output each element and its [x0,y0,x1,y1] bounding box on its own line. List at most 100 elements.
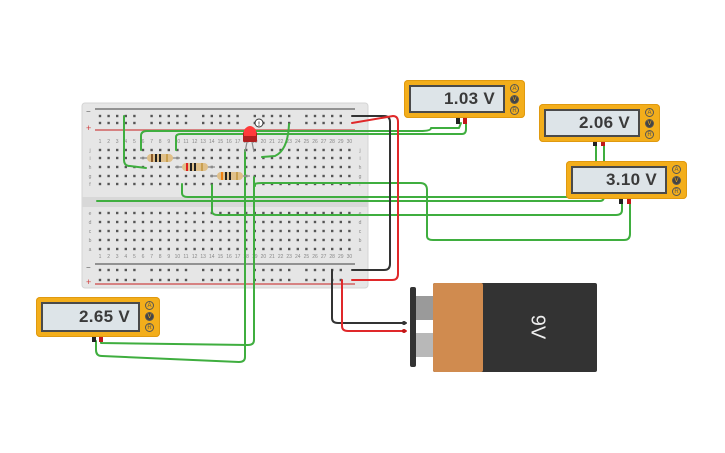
breadboard-hole[interactable] [331,174,334,178]
breadboard-hole[interactable] [133,268,136,272]
breadboard-hole[interactable] [176,268,179,272]
breadboard-hole[interactable] [245,156,248,160]
breadboard-hole[interactable] [245,220,248,224]
breadboard-hole[interactable] [296,229,299,233]
breadboard-hole[interactable] [141,238,145,242]
breadboard-hole[interactable] [262,229,265,233]
breadboard-hole[interactable] [107,148,110,152]
breadboard-hole[interactable] [167,247,170,251]
breadboard-hole[interactable] [305,220,308,224]
breadboard-hole[interactable] [219,114,222,118]
breadboard-hole[interactable] [159,182,162,186]
breadboard-hole[interactable] [184,238,188,242]
breadboard-hole[interactable] [348,165,351,169]
breadboard-hole[interactable] [98,278,102,282]
breadboard-hole[interactable] [210,278,213,282]
breadboard-hole[interactable] [133,156,136,160]
breadboard-hole[interactable] [288,238,291,242]
breadboard-hole[interactable] [288,156,291,160]
breadboard-hole[interactable] [193,148,196,152]
breadboard-hole[interactable] [193,211,196,215]
breadboard-hole[interactable] [141,174,145,178]
breadboard-hole[interactable] [227,229,231,233]
breadboard-hole[interactable] [193,229,196,233]
breadboard-hole[interactable] [227,182,231,186]
breadboard-hole[interactable] [124,148,127,152]
breadboard-hole[interactable] [150,121,153,125]
breadboard-hole[interactable] [245,229,248,233]
breadboard-hole[interactable] [236,182,239,186]
breadboard-hole[interactable] [305,278,308,282]
breadboard-hole[interactable] [296,238,299,242]
breadboard-hole[interactable] [124,114,127,118]
breadboard-hole[interactable] [150,182,153,186]
breadboard-hole[interactable] [202,211,205,215]
breadboard-hole[interactable] [322,278,325,282]
breadboard-hole[interactable] [339,121,342,125]
breadboard-hole[interactable] [236,156,239,160]
breadboard-hole[interactable] [107,229,110,233]
breadboard-hole[interactable] [348,174,351,178]
breadboard-hole[interactable] [305,148,308,152]
breadboard-hole[interactable] [313,165,317,169]
breadboard-hole[interactable] [339,268,342,272]
breadboard-hole[interactable] [313,238,317,242]
breadboard-hole[interactable] [124,247,127,251]
breadboard-hole[interactable] [202,220,205,224]
breadboard-hole[interactable] [167,268,170,272]
breadboard-hole[interactable] [202,156,205,160]
breadboard-hole[interactable] [150,148,153,152]
breadboard-hole[interactable] [98,229,102,233]
mode-volts-icon[interactable]: V [145,312,154,321]
breadboard-hole[interactable] [202,229,205,233]
mode-amps-icon[interactable]: A [645,108,654,117]
breadboard-hole[interactable] [331,247,334,251]
breadboard-hole[interactable] [288,165,291,169]
breadboard-hole[interactable] [193,238,196,242]
breadboard-hole[interactable] [150,165,153,169]
breadboard-hole[interactable] [98,165,102,169]
breadboard-hole[interactable] [159,247,162,251]
battery-9v[interactable]: 9V [402,283,597,372]
breadboard-hole[interactable] [279,238,282,242]
breadboard-hole[interactable] [219,182,222,186]
breadboard-hole[interactable] [193,156,196,160]
breadboard-hole[interactable] [141,220,145,224]
breadboard-hole[interactable] [107,211,110,215]
breadboard-hole[interactable] [227,114,231,118]
breadboard-hole[interactable] [288,278,291,282]
breadboard-hole[interactable] [313,211,317,215]
breadboard-hole[interactable] [202,247,205,251]
led[interactable]: ! [243,118,264,153]
breadboard-hole[interactable] [322,165,325,169]
breadboard-hole[interactable] [167,165,170,169]
breadboard-hole[interactable] [219,148,222,152]
breadboard-hole[interactable] [339,238,342,242]
breadboard-hole[interactable] [159,278,162,282]
breadboard-hole[interactable] [245,247,248,251]
breadboard-hole[interactable] [116,278,119,282]
breadboard-hole[interactable] [313,268,317,272]
breadboard-hole[interactable] [133,121,136,125]
breadboard-hole[interactable] [305,211,308,215]
breadboard-hole[interactable] [279,247,282,251]
breadboard-hole[interactable] [141,211,145,215]
breadboard-hole[interactable] [227,247,231,251]
breadboard-hole[interactable] [253,114,256,118]
breadboard-hole[interactable] [296,156,299,160]
breadboard-hole[interactable] [339,211,342,215]
breadboard-hole[interactable] [219,165,222,169]
breadboard-hole[interactable] [167,238,170,242]
breadboard-hole[interactable] [279,148,282,152]
breadboard-hole[interactable] [107,114,110,118]
breadboard-hole[interactable] [227,211,231,215]
breadboard-hole[interactable] [202,174,205,178]
mode-volts-icon[interactable]: V [510,95,519,104]
breadboard-hole[interactable] [133,220,136,224]
breadboard-hole[interactable] [348,148,351,152]
breadboard-hole[interactable] [227,220,231,224]
breadboard-hole[interactable] [176,220,179,224]
breadboard-hole[interactable] [159,121,162,125]
breadboard-hole[interactable] [288,148,291,152]
